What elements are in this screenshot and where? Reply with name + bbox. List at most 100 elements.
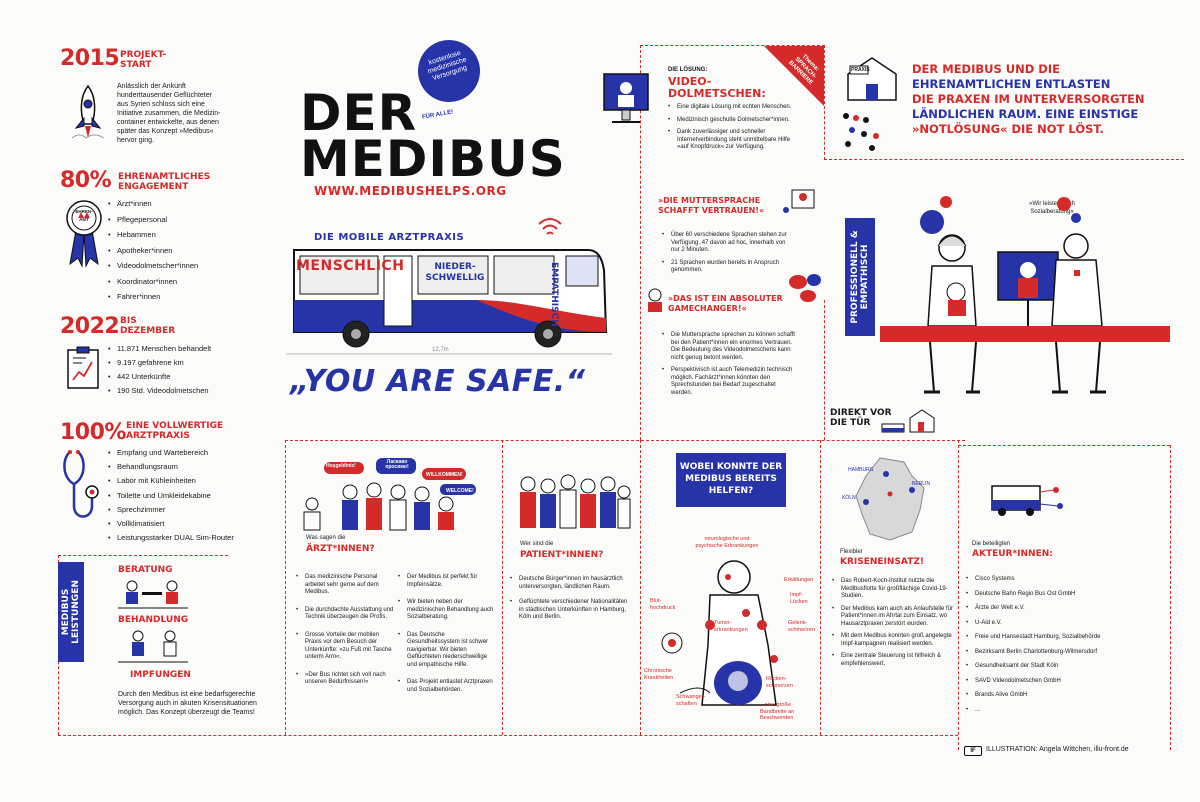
akteure-head: AKTEUR*INNEN: [972, 549, 1053, 559]
bus-side-empathisch: EMPATHISCH [549, 262, 559, 327]
list-item: Das Robert-Koch-Institut nutzte die Medi… [832, 578, 954, 601]
list-item: Geflüchtete verschiedener Nationalitäten… [510, 599, 630, 622]
label-bluthochdruck: Blut-hochdruck [650, 598, 676, 611]
list-item: Toilette und Umkleidekabine [108, 489, 278, 503]
label-neurologische: neurologische und psychische Erkrankunge… [695, 536, 759, 549]
akteure-pre: Die beteiligten [972, 541, 1011, 547]
entlasten-line-1: DER MEDIBUS UND DIE [912, 62, 1060, 76]
website-url[interactable]: WWW.MEDIBUSHELPS.ORG [314, 184, 507, 198]
label-erkaeltungen: Erkältungen [784, 577, 814, 583]
divider-bottom [58, 735, 958, 736]
medibus-bus-illustration [286, 249, 612, 355]
leistungen-text: Durch den Medibus ist eine bedarfsgerech… [118, 691, 257, 716]
direkt-vor-die-tuer: DIREKT VOR DIE TÜR [830, 408, 892, 428]
leistung-impfungen: IMPFUNGEN [130, 670, 191, 680]
list-item: Der Medibus ist perfekt für Impfeinsätze… [398, 574, 498, 589]
doctor-patient-scene-illustration [880, 196, 1170, 394]
list-item: Vollklimatisiert [108, 517, 278, 531]
list-item: Über 60 verschiedene Sprachen stehen zur… [662, 232, 792, 255]
label-schwangerschaften: Schwanger-schaften [676, 694, 706, 707]
list-item: ... [966, 703, 1166, 718]
divider-leistungen-top [58, 555, 228, 556]
list-item: Das medizinische Personal arbeitet sehr … [296, 574, 396, 597]
list-item: Gesundheitsamt der Stadt Köln [966, 659, 1166, 674]
bus-side-niederschwellig: NIEDER-SCHWELLIG [425, 262, 485, 283]
title-der: DER [300, 84, 418, 142]
list-item: U-Aid e.V. [966, 616, 1166, 631]
sozialberatung-quote: »Wir leisten auch Sozialberatung« [1028, 201, 1076, 215]
free-care-badge: kostenlose medizinische Versorgung [409, 31, 489, 111]
krise-list: Das Robert-Koch-Institut nutzte die Medi… [832, 578, 954, 673]
stat-2022-number: 2022 [60, 314, 120, 339]
list-item: Das Deutsche Gesundheitssystem ist schwe… [398, 632, 498, 670]
city-berlin: BERLIN [912, 481, 931, 487]
list-item: »Der Bus richtet sich voll nach unseren … [296, 672, 396, 687]
tuer-line-1: DIREKT VOR [830, 408, 892, 418]
list-item: Bezirksamt Berlin Charlottenburg-Wilmers… [966, 645, 1166, 660]
aerzte-left-list: Das medizinische Personal arbeitet sehr … [296, 574, 396, 692]
bus-length: 12,7m [432, 347, 449, 353]
aerzte-right-list: Der Medibus ist perfekt für Impfeinsätze… [398, 574, 498, 699]
patienten-head: PATIENT*INNEN? [520, 550, 604, 560]
list-item: Freie und Hansestadt Hamburg, Sozialbehö… [966, 630, 1166, 645]
patienten-pre: Wer sind die [520, 541, 554, 547]
krise-pre: Flexibler [840, 549, 863, 555]
list-item: Cisco Systems [966, 572, 1166, 587]
list-item: 11.871 Menschen behandelt [108, 342, 248, 356]
label-tumorerkrankungen: Tumor-erkrankungen [714, 620, 748, 633]
stat-80-number: 80% [60, 168, 112, 193]
stat-80-list: Ärzt*innen Pflegepersonal Hebammen Apoth… [108, 196, 238, 305]
bus-label: DIE MOBILE ARZTPRAXIS [314, 232, 465, 243]
stat-2015-head: PROJEKT-START [120, 50, 167, 70]
praxis-sign: PRAXIS [851, 67, 870, 73]
welcoming-doctors-illustration [303, 458, 476, 531]
for-all-label: FÜR ALLE! [421, 109, 454, 121]
list-item: Mit dem Medibus konnten groß angelegte I… [832, 633, 954, 648]
divider-bottom-top [285, 440, 965, 441]
divider-akteure-top [958, 445, 1170, 446]
list-item: Apotheker*innen [108, 243, 238, 259]
house-and-bus-icon [881, 409, 935, 433]
clipboard-chart-icon [67, 346, 99, 389]
list-item: 21 Sprachen wurden bereits in Anspruch g… [662, 260, 792, 275]
stat-80-head: EHRENAMTLICHES ENGAGEMENT [118, 172, 211, 192]
stat-2022-head: BIS DEZEMBER [120, 316, 176, 336]
list-item: Medizinisch geschulte Dolmetscher*innen. [668, 117, 798, 125]
list-item: Deutsche Bahn Regio Bus Ost GmbH [966, 587, 1166, 602]
bubble-willkommen: WILLKOMMEN! [426, 472, 463, 478]
entlasten-line-5: »NOTLÖSUNG« DIE NOT LÖST. [912, 122, 1104, 136]
speech-bubbles-icon [789, 274, 821, 302]
stat-2015-text: Anlässlich der Ankunft hunderttausender … [117, 83, 221, 144]
list-item: Labor mit Kühleinheiten [108, 474, 278, 488]
list-item: Deutsche Bürger*innen im hausärztlich un… [510, 576, 630, 591]
label-chronische: Chronische Krankheiten [644, 668, 674, 681]
list-item: Sprechzimmer [108, 503, 278, 517]
mutter-head: »DIE MUTTERSPRACHE SCHAFFT VERTRAUEN!« [658, 196, 765, 215]
leistungen-tab-label: MEDIBUS LEISTUNGEN [61, 580, 81, 644]
helfen-box: WOBEI KONNTE DER MEDIBUS BEREITS HELFEN? [676, 453, 786, 507]
video-head: VIDEO-DOLMETSCHEN: [668, 75, 766, 100]
patients-group-illustration [520, 474, 631, 529]
behandlung-scene-icon [118, 630, 188, 663]
bubble-welcome: WELCOME! [446, 488, 474, 494]
divider-patienten-left [502, 440, 503, 735]
illustration-credit: ILLUSTRATION: Angela Wittchen, illu-fron… [986, 746, 1129, 753]
list-item: Pflegepersonal [108, 212, 238, 228]
germany-map-icon [855, 457, 925, 541]
list-item: Ärzte der Welt e.V. [966, 601, 1166, 616]
list-item: 190 Std. Videodolmetschen [108, 384, 248, 398]
divider-aerzte-left [285, 440, 286, 735]
rocket-icon [71, 84, 105, 139]
divider-helfen-left [640, 440, 641, 735]
list-item: Empfang und Wartebereich [108, 446, 278, 460]
entlasten-text: DER MEDIBUS UND DIE EHRENAMTLICHEN ENTLA… [912, 62, 1172, 137]
list-item: Das Projekt entlastet Arztpraxen und Soz… [398, 679, 498, 694]
sprachbarriere-corner: Thema: SPRACH-BARRIERE [764, 46, 824, 106]
stat-100-list: Empfang und Wartebereich Behandlungsraum… [108, 446, 278, 546]
stat-2015: 2015 [60, 46, 120, 71]
list-item: Brands Alive GmbH [966, 688, 1166, 703]
list-item: Die Muttersprache sprechen zu können sch… [662, 332, 796, 362]
gamechanger-head: »DAS IST EIN ABSOLUTER GAMECHANGER!« [668, 294, 783, 313]
free-care-badge-text: kostenlose medizinische Versorgung [426, 49, 468, 83]
label-impfluecken: Impf-Lücken [790, 592, 808, 605]
